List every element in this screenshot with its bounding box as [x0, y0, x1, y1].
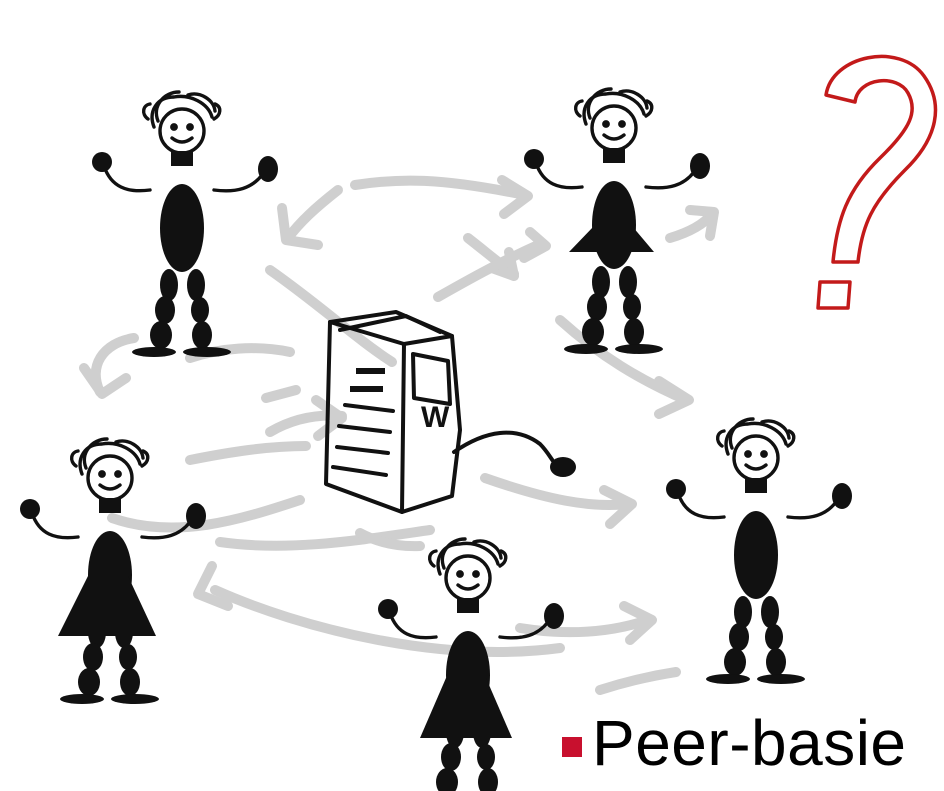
stick-figure-top-right — [524, 89, 710, 354]
question-mark-icon — [818, 56, 935, 308]
server-label: W — [421, 401, 450, 434]
caption-text: Peer-basie — [592, 706, 907, 780]
stick-figure-right — [666, 419, 852, 684]
stick-figure-bottom-center — [378, 539, 564, 791]
bullet-square-icon — [562, 737, 582, 757]
stick-figure-bottom-left — [20, 439, 206, 704]
bullet-caption: Peer-basie — [562, 706, 907, 780]
stick-figure-top-left — [92, 92, 278, 357]
